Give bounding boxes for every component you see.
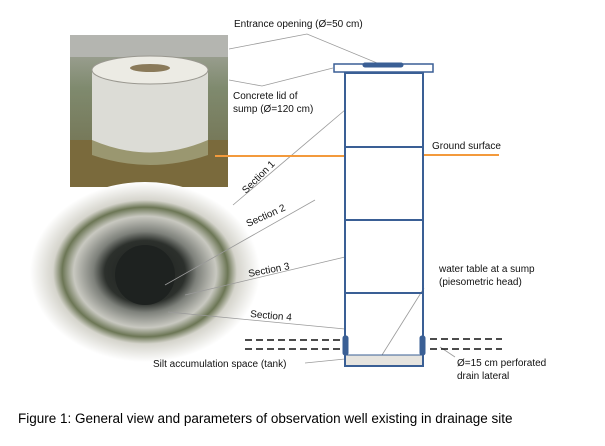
figure-caption: Figure 1: General view and parameters of… — [18, 411, 513, 426]
label-section-2: Section 2 — [245, 203, 288, 230]
photo-sump-inside — [30, 182, 260, 362]
label-ground: Ground surface — [432, 141, 501, 152]
label-section-4: Section 4 — [250, 309, 293, 324]
label-drain-2: drain lateral — [457, 371, 509, 382]
label-section-1: Section 1 — [240, 159, 278, 197]
drain-lateral — [245, 338, 502, 350]
label-lid-2: sump (Ø=120 cm) — [233, 104, 313, 115]
label-silt: Silt accumulation space (tank) — [153, 359, 286, 370]
leader-lines — [164, 33, 456, 364]
label-water-2: (piesometric head) — [439, 277, 522, 288]
label-drain-1: Ø=15 cm perforated — [457, 358, 546, 369]
well-structure — [333, 62, 434, 367]
label-lid-1: Concrete lid of — [233, 91, 298, 102]
photo-sump-field — [70, 35, 228, 187]
ground-surface-line — [215, 154, 499, 157]
silt-tank — [346, 355, 422, 365]
entrance-opening — [362, 62, 404, 68]
label-entrance: Entrance opening (Ø=50 cm) — [234, 19, 363, 30]
label-water-1: water table at a sump — [438, 264, 535, 275]
